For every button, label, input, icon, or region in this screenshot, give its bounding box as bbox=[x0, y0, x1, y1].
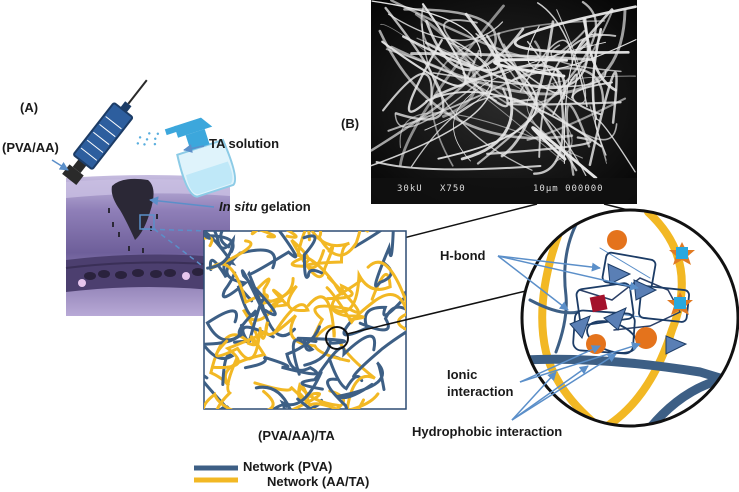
sem-fiber bbox=[536, 2, 588, 108]
sem-fiber bbox=[433, 64, 566, 100]
sem-fiber bbox=[425, 19, 525, 72]
aa-ta-strand bbox=[330, 278, 365, 322]
aa-ta-strand bbox=[325, 286, 406, 331]
sem-fiber bbox=[500, 20, 555, 158]
sem-fiber bbox=[371, 0, 482, 58]
legend-label-pva: Network (PVA) bbox=[243, 459, 333, 474]
sem-fiber bbox=[507, 98, 622, 106]
sem-fiber bbox=[563, 33, 600, 164]
sem-fiber bbox=[462, 72, 509, 108]
zoom-leader-line bbox=[346, 289, 531, 335]
sem-fiber bbox=[424, 41, 493, 131]
ion-star-markers bbox=[667, 242, 695, 315]
ionic-label-line1: Ionic bbox=[447, 367, 478, 382]
aa-ta-strand bbox=[285, 231, 298, 239]
aa-ta-strand bbox=[212, 330, 267, 369]
aa-ta-strand bbox=[204, 236, 214, 248]
aa-ta-strand bbox=[256, 277, 310, 333]
aa-ta-strand bbox=[295, 231, 354, 301]
h-bond-label: H-bond bbox=[440, 248, 486, 263]
pva-strand bbox=[271, 403, 289, 409]
aa-ta-strand bbox=[290, 382, 341, 409]
panel-b-label: (B) bbox=[341, 116, 360, 131]
tissue-cross-section bbox=[65, 175, 231, 316]
sem-fiber bbox=[493, 58, 568, 78]
sem-fiber bbox=[407, 38, 443, 113]
spray-bottle bbox=[136, 117, 237, 198]
aa-ta-strand bbox=[290, 238, 335, 279]
syringe-label: (PVA/AA) bbox=[2, 140, 59, 155]
legend bbox=[194, 465, 238, 483]
pva-strand bbox=[221, 248, 277, 299]
spray-label: TA solution bbox=[209, 136, 280, 151]
aa-ta-strand bbox=[366, 260, 406, 305]
interaction-arrows bbox=[497, 255, 641, 421]
sem-fiber bbox=[571, 81, 614, 116]
sem-fiber bbox=[533, 68, 565, 175]
sem-fiber bbox=[387, 29, 586, 132]
sem-voltage: 30kU bbox=[397, 184, 423, 194]
zoom-circle-marker bbox=[325, 326, 349, 350]
pva-strand bbox=[204, 231, 236, 270]
pva-strand bbox=[300, 334, 377, 391]
ta-triangles bbox=[569, 263, 688, 355]
aa-ta-strand bbox=[317, 231, 369, 257]
sem-fiber bbox=[512, 67, 605, 103]
pva-strand bbox=[333, 361, 386, 400]
aa-ta-strand bbox=[258, 314, 351, 363]
aa-ta-strand bbox=[253, 381, 380, 409]
sem-fiber bbox=[375, 160, 542, 171]
legend-label-aa-ta: Network (AA/TA) bbox=[267, 474, 370, 489]
sem-fiber bbox=[425, 91, 603, 148]
pva-strand bbox=[305, 398, 323, 409]
sem-fiber bbox=[552, 73, 578, 116]
sem-fiber bbox=[378, 29, 574, 140]
sem-fiber bbox=[382, 72, 433, 112]
sem-fiber bbox=[370, 8, 497, 152]
aa-ta-strand bbox=[250, 231, 277, 239]
panel-a-label: (A) bbox=[20, 100, 39, 115]
sem-fiber bbox=[591, 28, 603, 120]
sem-fiber bbox=[416, 37, 573, 163]
sem-fiber bbox=[497, 32, 578, 172]
pva-strand bbox=[243, 325, 321, 376]
sem-micrograph bbox=[370, 0, 637, 204]
crosslink-site-square bbox=[589, 294, 608, 313]
gelation-label-rest: gelation bbox=[257, 199, 311, 214]
magnified-interaction-view bbox=[520, 208, 739, 428]
pva-strand bbox=[296, 336, 346, 367]
sem-fiber bbox=[513, 5, 637, 54]
sem-fiber bbox=[394, 81, 480, 128]
sem-fiber bbox=[503, 43, 533, 100]
gelation-label-italic: In situ bbox=[219, 199, 258, 214]
aa-ta-strand bbox=[339, 341, 376, 409]
sem-fiber bbox=[531, 126, 598, 180]
network-caption: (PVA/AA)/TA bbox=[258, 428, 335, 443]
ionic-label-line2: interaction bbox=[447, 384, 514, 399]
aa-ta-strand bbox=[204, 356, 275, 409]
pva-strand bbox=[353, 231, 395, 288]
pva-strand bbox=[240, 231, 298, 317]
hydrophobic-label: Hydrophobic interaction bbox=[412, 424, 563, 439]
sem-fiber bbox=[565, 104, 591, 176]
panel-a-arrows bbox=[51, 143, 215, 208]
syringe bbox=[62, 79, 148, 185]
pva-strand bbox=[342, 290, 406, 337]
sem-fiber bbox=[443, 19, 478, 64]
pva-strand bbox=[291, 337, 318, 376]
gelation-label: In situ gelation bbox=[219, 199, 311, 214]
aa-ta-strand bbox=[290, 231, 350, 268]
pva-strand bbox=[254, 371, 323, 409]
sem-fiber bbox=[420, 4, 497, 102]
sem-magnification: X750 bbox=[440, 184, 466, 194]
sem-fiber bbox=[588, 71, 618, 167]
polymer-network-box bbox=[203, 230, 407, 410]
pva-strand bbox=[296, 377, 349, 409]
sem-scale: 10µm 000000 bbox=[533, 184, 604, 194]
sem-fiber bbox=[437, 52, 538, 160]
sem-fiber bbox=[402, 34, 501, 72]
sem-fiber bbox=[594, 118, 636, 173]
pva-strand bbox=[302, 234, 323, 279]
